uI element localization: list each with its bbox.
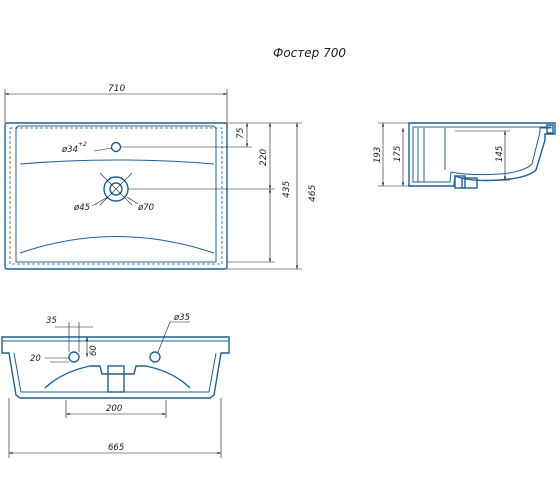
faucet-deck-line	[19, 159, 215, 165]
side-rim-detail	[546, 124, 554, 134]
front-hole-right	[149, 351, 161, 363]
hole-tolerance-label: +2	[78, 141, 87, 148]
leader-faucet	[93, 147, 113, 152]
leader-drain-70	[126, 196, 139, 205]
front-hole-diameter-label: ø35	[173, 313, 190, 323]
dim-200-label: 200	[106, 404, 122, 414]
dim-710-label: 710	[108, 84, 125, 94]
dim-35-label: 35	[46, 316, 57, 326]
front-inner-shelf	[13, 352, 217, 393]
front-profile-outer	[1, 336, 230, 399]
side-profile-inner	[412, 126, 552, 183]
side-drain-body	[461, 177, 478, 189]
drain-inner	[109, 182, 123, 196]
dim-75-label: 75	[236, 127, 246, 139]
basin-inner-bowl	[15, 125, 217, 263]
basin-outline	[4, 122, 228, 270]
side-drain-pipe	[454, 175, 466, 189]
bowl-front-curve	[19, 236, 215, 254]
basin-rim	[9, 127, 223, 265]
front-bowl-curve	[44, 365, 191, 389]
leader-drain-45	[91, 196, 109, 207]
hole-diameter-label: ø34	[61, 145, 78, 155]
dim-20-label: 20	[30, 354, 41, 364]
top-view: 710 75 220 435 465 ø34+2 ø45 ø70	[4, 84, 318, 270]
side-view: 193 175 145	[373, 122, 556, 189]
front-drain-pipe	[107, 365, 125, 393]
dim-145-label: 145	[495, 146, 505, 162]
side-profile-outer	[408, 122, 556, 187]
front-hole-left	[68, 351, 80, 363]
drain-inner-label: ø70	[137, 203, 154, 213]
dim-60-label: 60	[89, 345, 99, 356]
dim-665-label: 665	[108, 443, 124, 453]
dim-465-label: 465	[308, 185, 318, 202]
drain-outer-label: ø45	[73, 203, 90, 213]
drain-cross	[99, 172, 133, 206]
drawing-title: Фостер 700	[273, 46, 346, 60]
leader-hole-right	[157, 321, 171, 353]
svg-text:ø34+2: ø34+2	[61, 141, 87, 155]
dim-435-label: 435	[282, 181, 292, 198]
dim-175-label: 175	[393, 146, 403, 162]
dim-220-label: 220	[259, 149, 269, 166]
side-wall-hatch	[417, 128, 446, 182]
faucet-hole	[110, 141, 122, 153]
dim-193-label: 193	[373, 147, 383, 163]
front-view: 35 20 60 ø35 200 665	[1, 313, 230, 458]
